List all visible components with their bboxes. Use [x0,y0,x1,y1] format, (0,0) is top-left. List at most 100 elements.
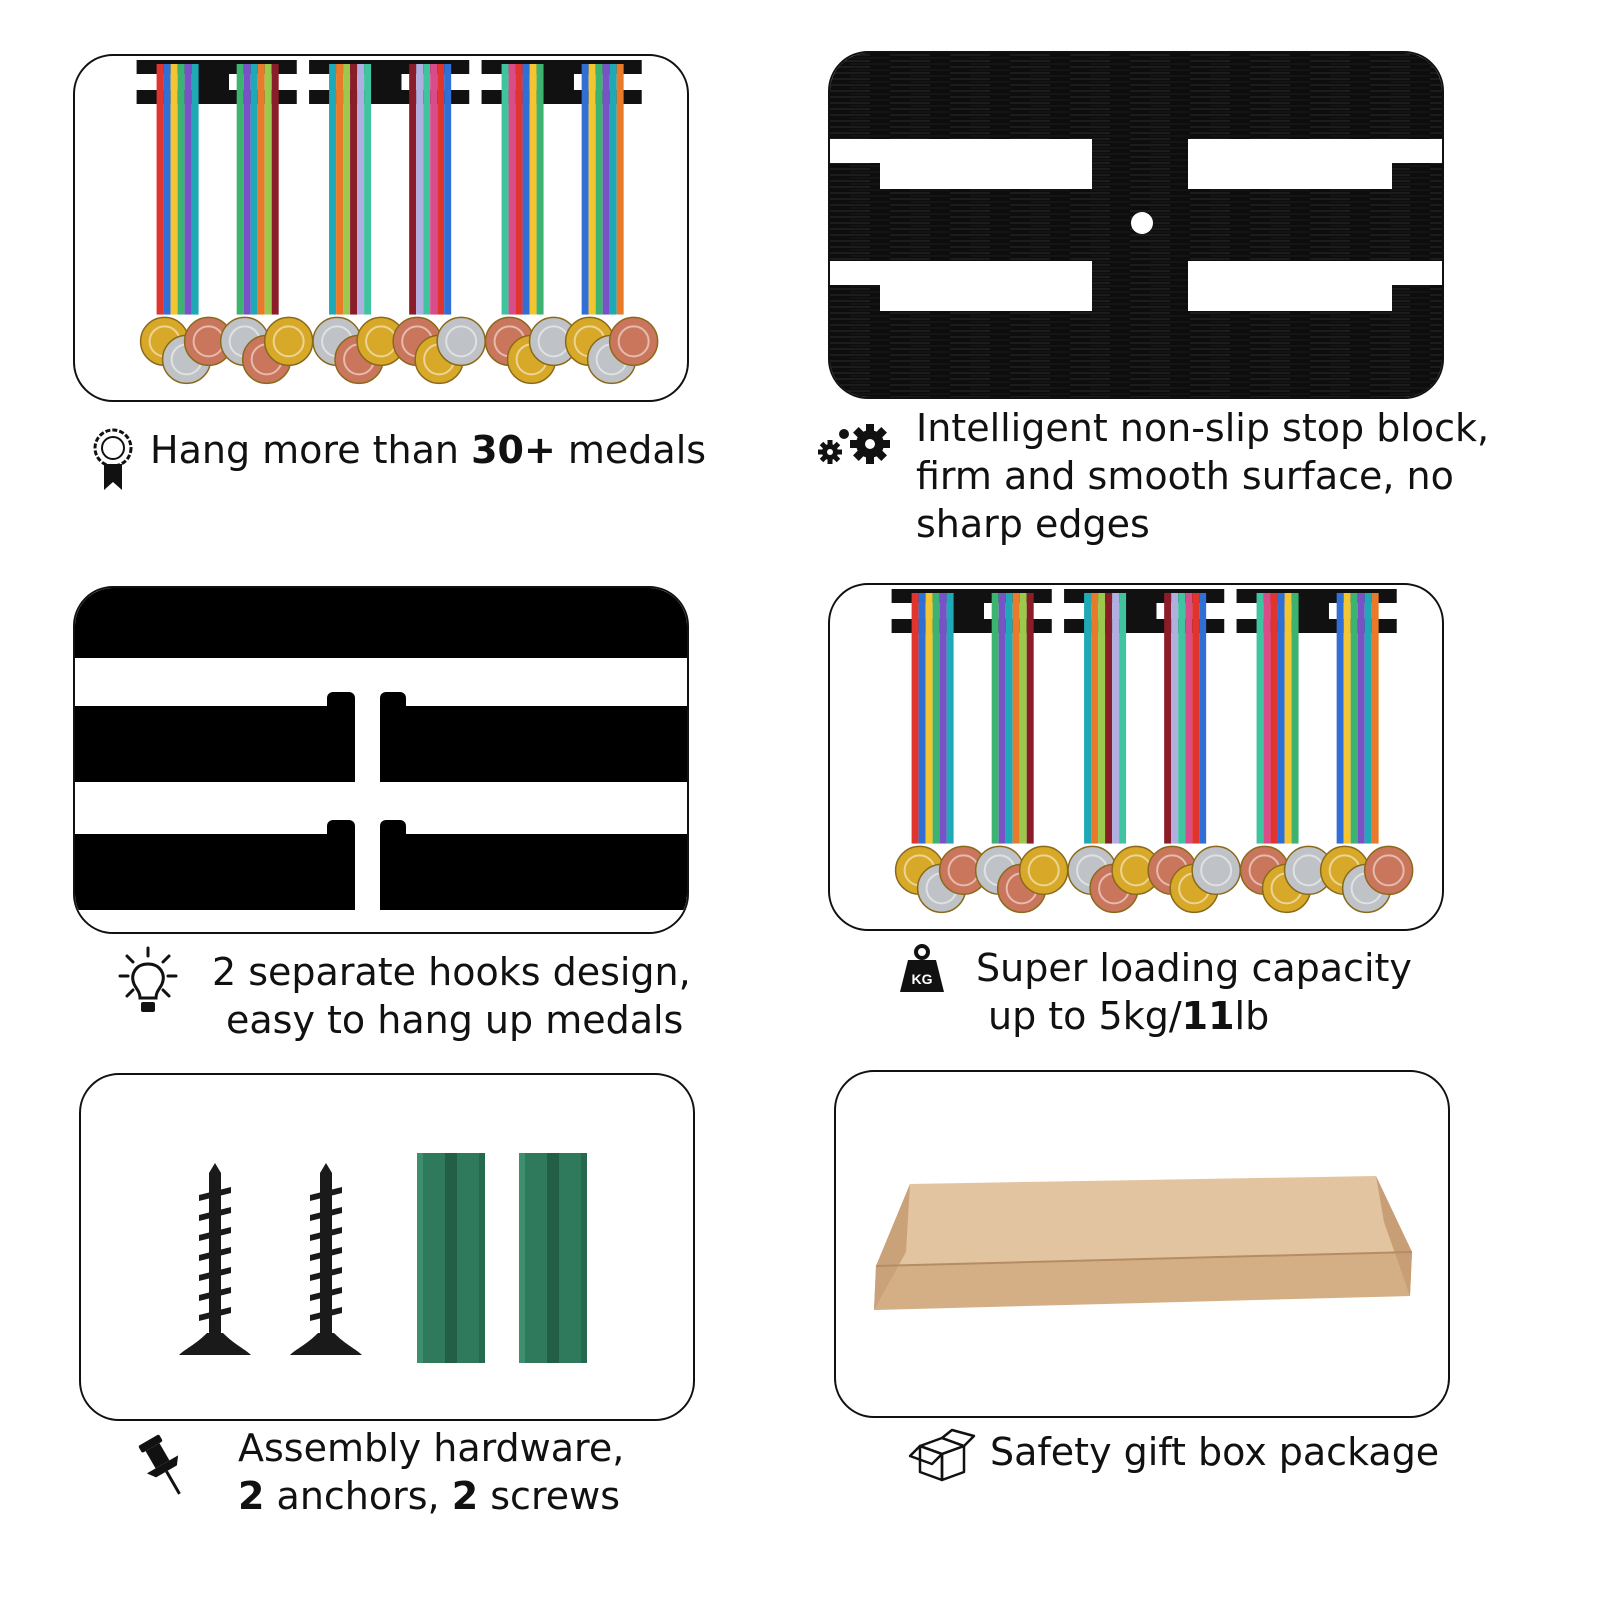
medal [1018,845,1069,896]
gift-box-photo-panel [834,1070,1450,1418]
ribbon [336,64,344,315]
ribbon [1178,593,1186,844]
ribbon [991,593,999,844]
ribbon [437,64,445,315]
ribbon [170,64,178,315]
medal [263,316,314,367]
hardware-photo-panel [79,1073,695,1421]
stop-block-photo-panel [828,51,1444,399]
award-ribbon-icon [88,424,138,494]
ribbon [501,64,509,315]
ribbon [357,64,365,315]
ribbon [416,64,424,315]
ribbon [177,64,185,315]
ribbon [1012,593,1020,844]
ribbon [250,64,258,315]
ribbon [1270,593,1278,844]
ribbon [1371,593,1379,844]
ribbon [1277,593,1285,844]
ribbon [595,64,603,315]
board-closeup-illustration [830,53,1442,397]
ribbon [1112,593,1120,844]
hooks-design-photo-panel [73,586,689,934]
ribbon [191,64,199,315]
medal [608,316,659,367]
ribbon [911,593,919,844]
rack-hook [953,589,984,633]
ribbon [1192,593,1200,844]
medal-rim [1372,854,1405,887]
ribbon [329,64,337,315]
ribbon [156,64,164,315]
ribbon [264,64,272,315]
stop-block-caption: Intelligent non-slip stop block, firm an… [916,406,1490,546]
ribbon [430,64,438,315]
ribbon [184,64,192,315]
ribbon [236,64,244,315]
ribbon [1171,593,1179,844]
ribbon [1026,593,1034,844]
medal-rim [617,325,650,358]
ribbon [529,64,537,315]
ribbon [1336,593,1344,844]
medal-rim [445,325,478,358]
ribbon [1291,593,1299,844]
hardware-illustration [179,1153,587,1363]
ribbon [998,593,1006,844]
pushpin-icon [136,1432,192,1502]
light-bulb-icon [112,944,184,1018]
medal [1363,845,1414,896]
ribbon [946,593,954,844]
medal-rack-illustration-2 [891,589,1414,914]
ribbon [409,64,417,315]
ribbon [939,593,947,844]
rack-hook [543,60,574,104]
ribbon [1185,593,1193,844]
gift-box-caption: Safety gift box package [990,1430,1440,1474]
ribbon [444,64,452,315]
ribbon [423,64,431,315]
medal-rim [1200,854,1233,887]
hardware-caption: Assembly hardware, 2 anchors, 2 screws [238,1426,625,1518]
cardboard-box-illustration [874,1176,1413,1310]
loading-capacity-photo-panel [828,583,1444,931]
ribbon [1005,593,1013,844]
medal-rack-illustration [136,60,659,385]
ribbon [1357,593,1365,844]
hooks-board-illustration [75,588,687,932]
ribbon [515,64,523,315]
ribbon [1364,593,1372,844]
ribbon [616,64,624,315]
ribbon [1263,593,1271,844]
ribbon [918,593,926,844]
ribbon [1019,593,1027,844]
ribbon [1350,593,1358,844]
ribbon [609,64,617,315]
ribbon [1284,593,1292,844]
ribbon [243,64,251,315]
ribbon [588,64,596,315]
ribbon [350,64,358,315]
rack-hook [198,60,229,104]
ribbon [257,64,265,315]
rack-hook [370,60,402,104]
medal-rim [1027,854,1060,887]
medal [436,316,486,367]
weight-kg-icon: KG [898,942,946,994]
rack-hook [1125,589,1157,633]
ribbon [343,64,351,315]
ribbon [1343,593,1351,844]
ribbon [271,64,279,315]
ribbon [1164,593,1172,844]
hooks-caption: 2 separate hooks design, easy to hang up… [212,950,691,1042]
ribbon [1105,593,1113,844]
ribbon [1199,593,1207,844]
ribbon [932,593,940,844]
medal-rack-photo-panel [73,54,689,402]
ribbon [602,64,610,315]
ribbon [1119,593,1127,844]
ribbon [1256,593,1264,844]
ribbon [364,64,372,315]
ribbon [1091,593,1099,844]
loading-capacity-caption: Super loading capacity up to 5kg/11lb [976,946,1412,1038]
